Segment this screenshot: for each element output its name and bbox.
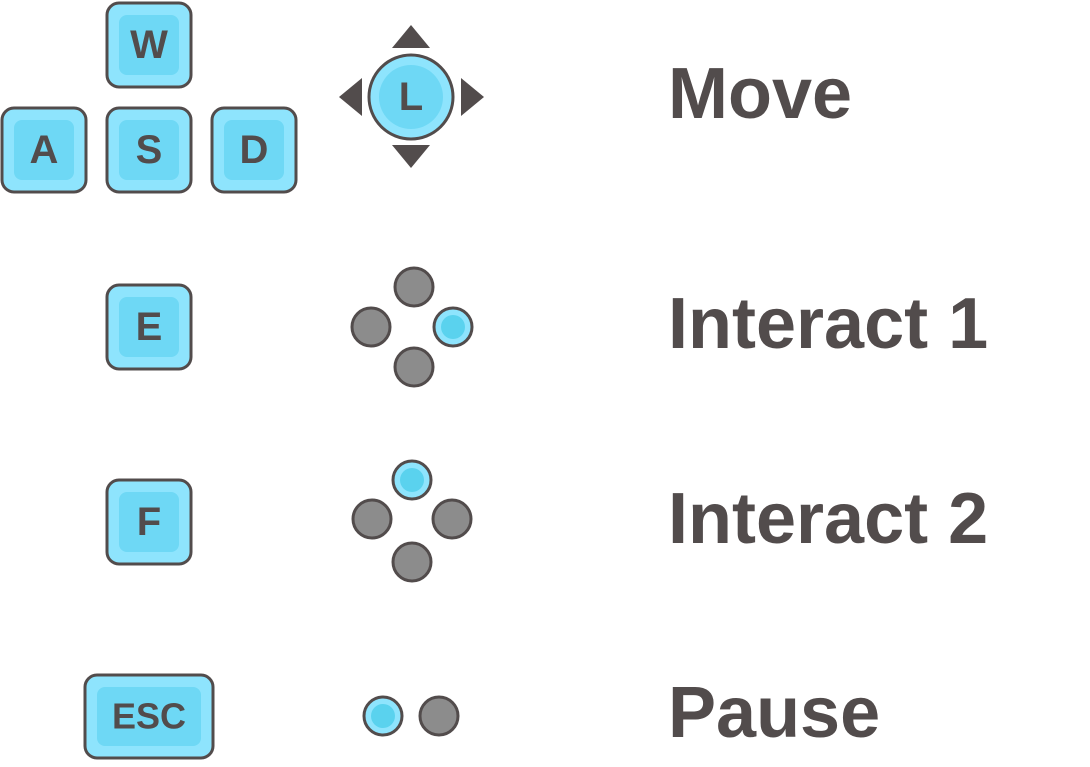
arrow-left-icon [339,78,362,116]
svg-text:A: A [30,128,59,172]
left-stick-icon: L [339,25,484,168]
key-e: E [105,283,193,371]
svg-text:S: S [136,128,163,172]
key-f: F [105,478,193,566]
key-s: S [105,106,193,194]
arrow-up-icon [392,25,430,48]
svg-text:F: F [137,500,161,544]
arrow-down-icon [392,145,430,168]
face-buttons-top-icon [351,459,473,583]
key-a: A [0,106,88,194]
action-label-interact-1: Interact 1 [668,284,988,364]
menu-buttons-icon [362,695,460,737]
svg-text:E: E [136,305,163,349]
action-label-pause: Pause [668,673,880,753]
key-w: W [105,1,193,89]
svg-text:W: W [130,23,168,67]
face-buttons-right-icon [350,266,474,388]
key-d: D [210,106,298,194]
svg-text:ESC: ESC [112,696,186,737]
action-label-interact-2: Interact 2 [668,479,988,559]
key-esc: ESC [83,673,215,760]
svg-text:D: D [240,128,269,172]
arrow-right-icon [461,78,484,116]
svg-text:L: L [399,75,423,119]
action-label-move: Move [668,54,852,134]
